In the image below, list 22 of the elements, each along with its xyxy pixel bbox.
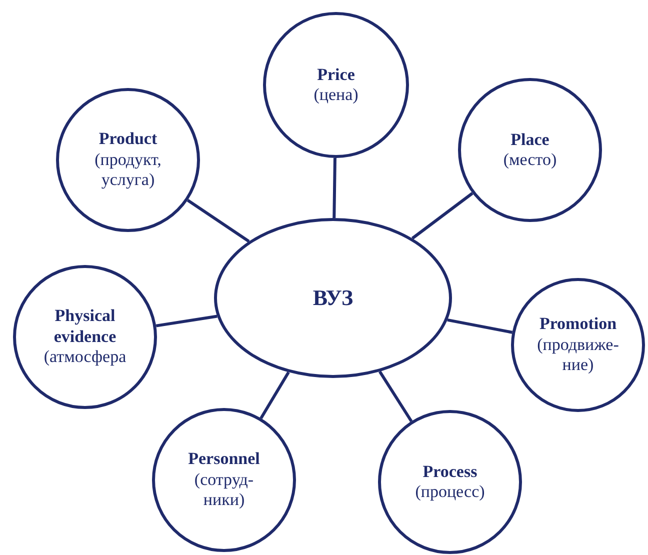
- node-subtitle: (цена): [314, 85, 358, 106]
- connector-line: [260, 371, 290, 419]
- connector-line: [411, 192, 474, 240]
- connector-line: [447, 318, 512, 334]
- connector-line: [332, 158, 336, 218]
- node-subtitle: (продвиже- ние): [536, 334, 620, 376]
- node-subtitle: (атмосфера: [44, 347, 126, 368]
- node-subtitle: (место): [503, 150, 557, 170]
- node-subtitle: (сотруд- ники): [193, 470, 255, 511]
- node-title: ВУЗ: [312, 284, 354, 312]
- connector-line: [378, 370, 413, 422]
- node-title: Physical evidence: [52, 306, 118, 348]
- connector-line: [156, 314, 218, 328]
- node-title: Personnel: [188, 449, 260, 470]
- node-subtitle: (процесс): [415, 482, 485, 502]
- node-title: Product: [98, 129, 158, 150]
- connector-line: [186, 198, 250, 243]
- node-subtitle: (продукт, услуга): [94, 150, 162, 191]
- node-title: Price: [317, 64, 355, 85]
- node-title: Place: [510, 130, 550, 150]
- node-title: Promotion: [539, 314, 617, 335]
- node-title: Process: [422, 462, 478, 482]
